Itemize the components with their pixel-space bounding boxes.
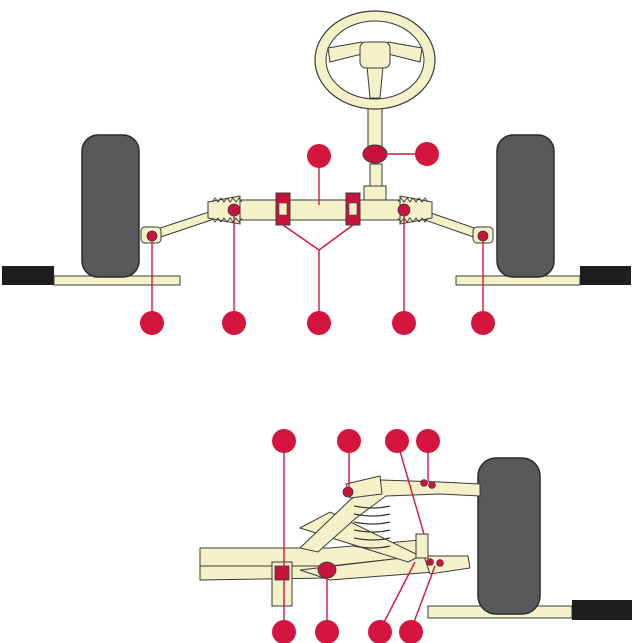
marker-upper-ball-joint: [416, 429, 440, 453]
rack-boot-right: [397, 195, 433, 225]
marker-boot-left: [222, 311, 246, 335]
knuckle: [415, 533, 471, 575]
marker-upper-arm-inner: [337, 429, 361, 453]
steering-rack: [239, 192, 401, 226]
marker-subframe-mount: [272, 429, 296, 453]
marker-upper-arm-outer: [385, 429, 409, 453]
marker-tie-rod-end-left: [140, 311, 164, 335]
marker-column-joint: [415, 142, 439, 166]
rack-boot-left: [207, 195, 243, 225]
marker-lower-arm-bushing: [315, 620, 339, 643]
wheel-left: [81, 134, 140, 278]
wheel-right: [496, 134, 555, 278]
marker-subframe-bushing: [272, 620, 296, 643]
column-joint: [362, 144, 388, 164]
upper-arm: [298, 475, 481, 553]
marker-boot-right: [392, 311, 416, 335]
suspension-view: [199, 429, 632, 643]
marker-rack-mount: [307, 144, 331, 168]
steering-view: [2, 10, 631, 335]
marker-tie-rod-end-right: [471, 311, 495, 335]
tie-rod-end-left: [140, 226, 162, 244]
marker-lower-link: [368, 620, 392, 643]
ground-left: [2, 266, 181, 286]
marker-lower-ball-joint: [399, 620, 423, 643]
leader-lines-top: [151, 153, 484, 322]
coil-spring: [353, 505, 391, 549]
steering-wheel: [314, 10, 436, 110]
wheel-front: [477, 457, 541, 615]
marker-rack-mounts: [307, 311, 331, 335]
tie-rod-end-right: [472, 226, 494, 244]
